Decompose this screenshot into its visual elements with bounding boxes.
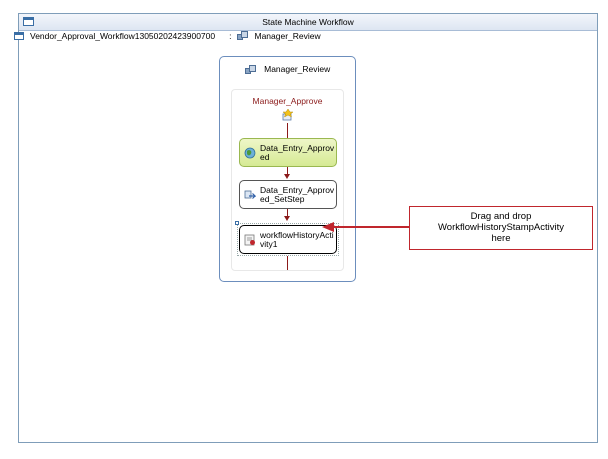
selection-outline bbox=[237, 223, 339, 256]
instruction-callout: Drag and drop WorkflowHistoryStampActivi… bbox=[409, 206, 593, 250]
callout-line: Drag and drop bbox=[470, 211, 532, 222]
connector-arrow bbox=[284, 216, 290, 221]
activity-workflow-history[interactable]: workflowHistoryActivity1 bbox=[239, 225, 337, 254]
state-title: Manager_Review bbox=[264, 64, 331, 74]
designer-title: State Machine Workflow bbox=[262, 17, 354, 27]
callout-line: here bbox=[491, 233, 511, 244]
selection-handle[interactable] bbox=[235, 221, 239, 225]
breadcrumb-state[interactable]: Manager_Review bbox=[254, 31, 321, 41]
designer-titlebar: State Machine Workflow bbox=[19, 14, 597, 31]
callout-line: WorkflowHistoryStampActivity bbox=[438, 222, 564, 233]
history-activity-icon bbox=[244, 234, 255, 245]
callout-arrow-head bbox=[322, 222, 334, 232]
breadcrumb-separator: : bbox=[229, 31, 232, 41]
connector-line bbox=[287, 209, 288, 217]
breadcrumb-workflow[interactable]: Vendor_Approval_Workflow1305020242390070… bbox=[30, 31, 216, 41]
breadcrumb: Vendor_Approval_Workflow1305020242390070… bbox=[14, 30, 321, 42]
callout-arrow-line bbox=[333, 226, 409, 228]
workflow-icon bbox=[14, 32, 24, 40]
state-icon bbox=[244, 64, 256, 75]
connector-arrow bbox=[284, 174, 290, 179]
state-header: Manager_Review bbox=[220, 63, 355, 75]
set-state-icon bbox=[244, 190, 256, 199]
connector-line bbox=[287, 256, 288, 270]
activity-data-entry-approved[interactable]: Data_Entry_Approved bbox=[239, 138, 337, 167]
state-activity[interactable]: Manager_Review Manager_Approve Data_Entr… bbox=[219, 56, 356, 282]
event-driven-activity[interactable]: Manager_Approve Data_Entry_Approved Data… bbox=[231, 89, 344, 271]
activity-set-step[interactable]: Data_Entry_Approved_SetStep bbox=[239, 180, 337, 209]
event-title: Manager_Approve bbox=[252, 96, 323, 106]
activity-label: Data_Entry_Approved bbox=[260, 142, 335, 162]
state-icon bbox=[237, 31, 249, 41]
activity-label: workflowHistoryActivity1 bbox=[260, 229, 334, 249]
connector-line bbox=[287, 123, 288, 138]
activity-label: Data_Entry_Approved_SetStep bbox=[260, 184, 335, 204]
connector-line bbox=[287, 167, 288, 175]
green-globe-icon bbox=[244, 147, 256, 158]
event-driven-icon bbox=[282, 109, 294, 121]
window-icon bbox=[23, 17, 34, 26]
